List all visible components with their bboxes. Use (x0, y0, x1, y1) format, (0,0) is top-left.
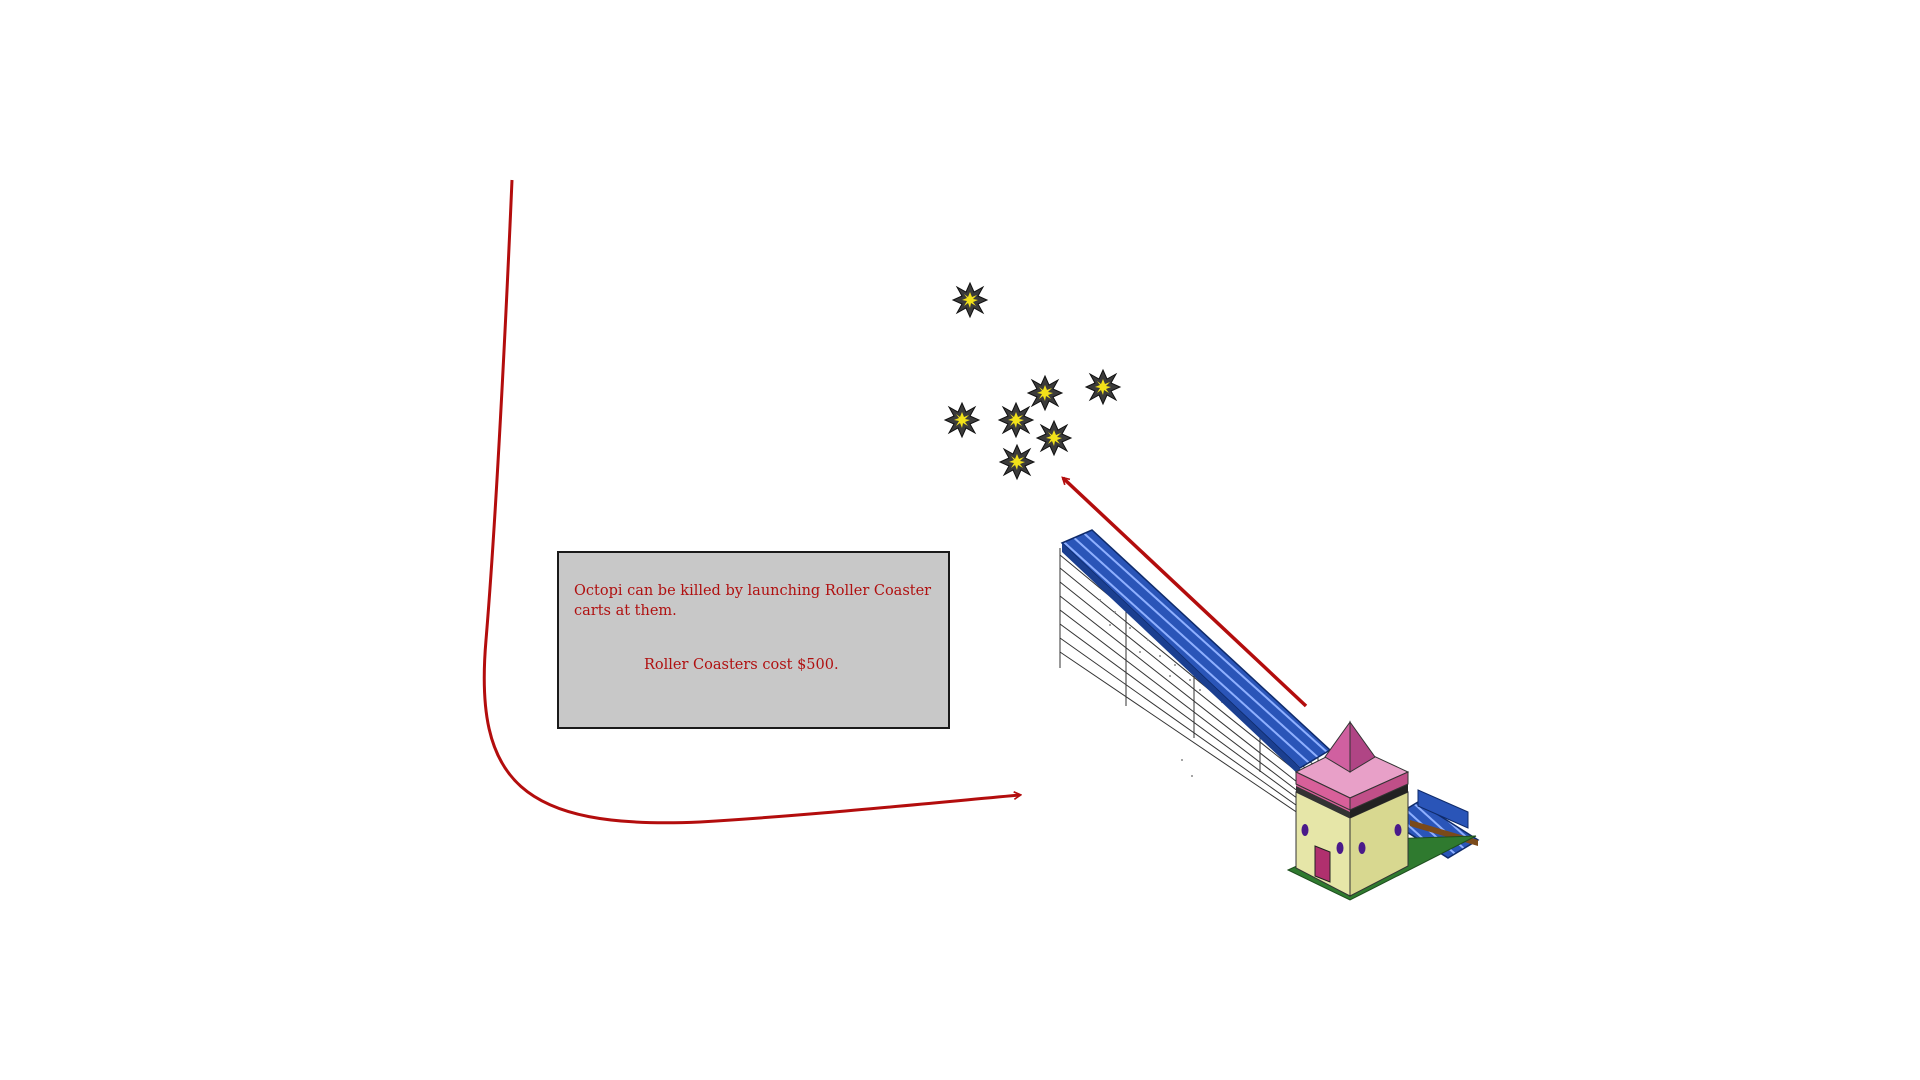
octopus-burst-4[interactable] (944, 402, 980, 438)
tutorial-message-line-1: Octopi can be killed by launching Roller… (574, 583, 932, 619)
octopus-burst-5[interactable] (998, 402, 1034, 438)
tutorial-message-box: Octopi can be killed by launching Roller… (557, 551, 950, 729)
octopus-burst-2[interactable] (1027, 375, 1063, 411)
coaster-station[interactable] (1286, 720, 1477, 901)
octopus-burst-3[interactable] (1085, 369, 1121, 405)
octopus-burst-6[interactable] (1036, 420, 1072, 456)
roller-coaster-ramp[interactable] (1059, 529, 1480, 859)
tutorial-message-line-2: Roller Coasters cost $500. (644, 657, 839, 673)
octopus-burst-1[interactable] (952, 282, 988, 318)
launch-direction-arrow (1063, 478, 1308, 708)
guide-arrow-curve (482, 179, 1020, 825)
octopus-burst-7[interactable] (999, 444, 1035, 480)
